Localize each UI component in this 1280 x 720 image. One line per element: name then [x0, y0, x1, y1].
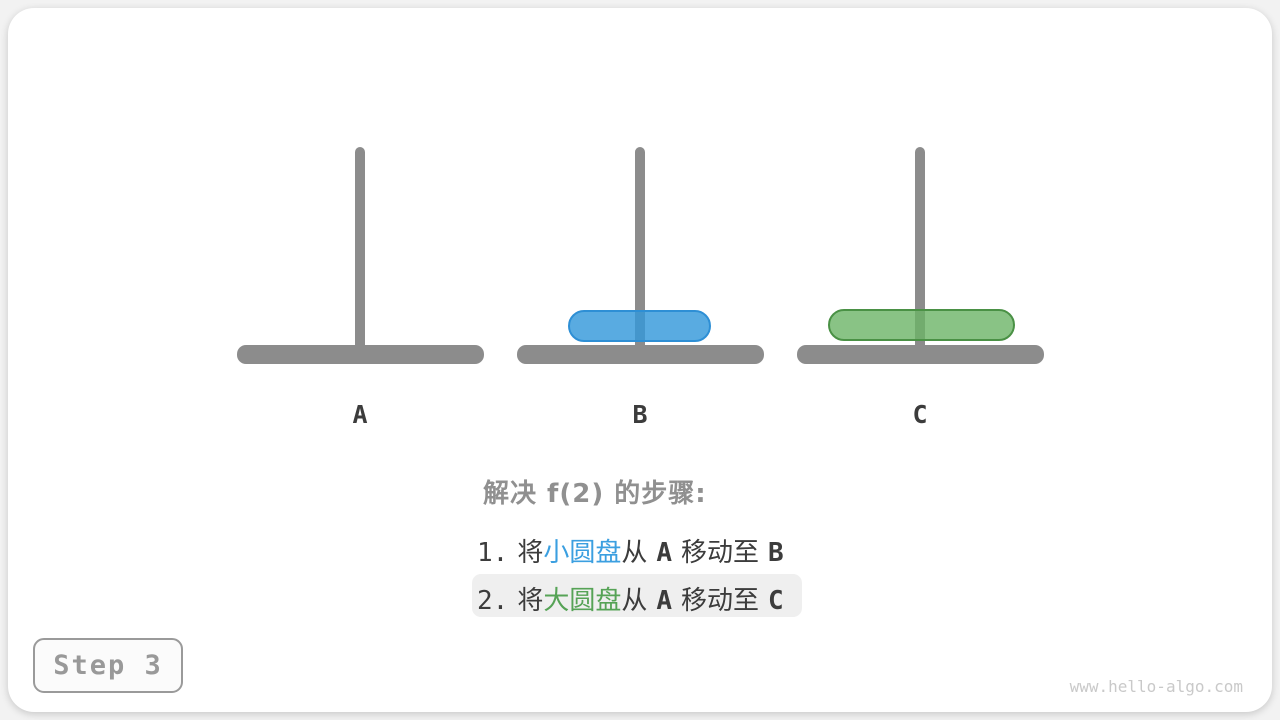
peg-b-pole	[635, 147, 645, 354]
peg-b-base	[517, 345, 764, 364]
large-disk	[828, 309, 1015, 341]
step-1-text-from: 从	[621, 538, 648, 568]
peg-b-label: B	[632, 400, 648, 429]
step-1-text: 将	[517, 538, 544, 568]
step-2-text: 将	[517, 586, 544, 616]
step-1-disk-name: 小圆盘	[543, 538, 622, 568]
step-1-dst-peg: B	[768, 538, 784, 568]
step-2-text-from: 从	[621, 586, 648, 616]
step-2-number: 2.	[477, 586, 509, 616]
peg-a-pole	[355, 147, 365, 354]
peg-c-label: C	[912, 400, 928, 429]
peg-c-pole	[915, 147, 925, 354]
step-2-text-move: 移动至	[681, 586, 760, 616]
step-1-number: 1.	[477, 538, 509, 568]
peg-a-base	[237, 345, 484, 364]
small-disk	[568, 310, 711, 342]
site-watermark: www.hello-algo.com	[1069, 677, 1243, 696]
step-2-src-peg: A	[656, 586, 673, 616]
step-2-dst-peg: C	[768, 586, 784, 616]
steps-title: 解决 f(2) 的步骤:	[483, 479, 707, 509]
step-1-src-peg: A	[656, 538, 673, 568]
peg-a-label: A	[352, 400, 368, 429]
step-1-text-move: 移动至	[681, 538, 760, 568]
step-2-disk-name: 大圆盘	[543, 586, 622, 616]
peg-c-base	[797, 345, 1044, 364]
step-counter-badge: Step 3	[33, 638, 183, 693]
current-step-highlight	[472, 574, 802, 617]
